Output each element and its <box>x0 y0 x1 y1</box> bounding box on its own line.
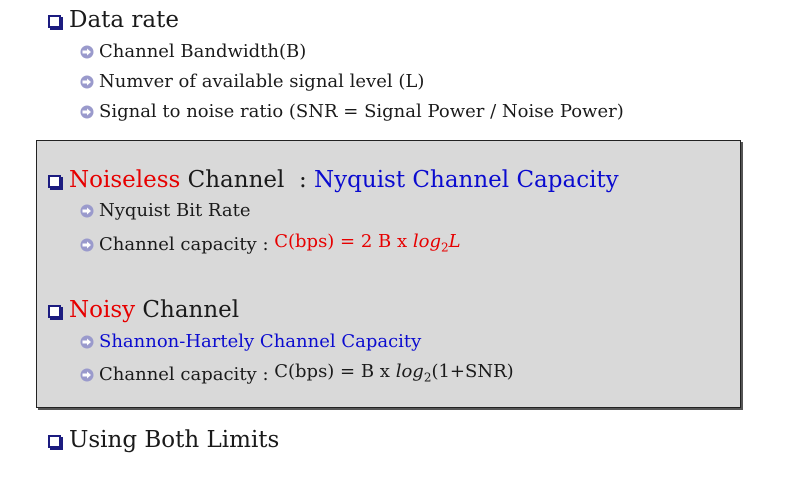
channel-label: Channel <box>135 297 240 323</box>
channel-label: Channel : <box>180 167 315 193</box>
formula-part: C(bps) = 2 B x <box>274 231 413 252</box>
item-text: Nyquist Bit Rate <box>99 200 251 221</box>
arrow-bullet-icon <box>80 75 94 89</box>
channel-capacity-box <box>36 140 741 408</box>
heading-noiseless: Noiseless Channel : Nyquist Channel Capa… <box>48 166 619 194</box>
checkbox-bullet-icon <box>48 304 61 318</box>
formula-log: log <box>395 361 424 382</box>
formula-log: log <box>412 231 441 252</box>
heading-data-rate: Data rate <box>48 6 179 34</box>
formula-part: L <box>448 231 461 252</box>
arrow-bullet-icon <box>80 368 94 382</box>
noisy-label: Noisy <box>69 297 136 323</box>
data-rate-title: Data rate <box>69 7 179 33</box>
nyquist-formula: C(bps) = 2 B x log2L <box>274 230 460 260</box>
list-item: Channel capacity : C(bps) = B x log2(1+S… <box>80 360 514 390</box>
heading-using-both-limits: Using Both Limits <box>48 426 279 454</box>
list-item: Signal to noise ratio (SNR = Signal Powe… <box>80 100 624 124</box>
noiseless-label: Noiseless <box>69 167 181 193</box>
arrow-bullet-icon <box>80 105 94 119</box>
formula-part: C(bps) = B x <box>274 361 396 382</box>
checkbox-bullet-icon <box>48 434 61 448</box>
shannon-formula: C(bps) = B x log2(1+SNR) <box>274 360 513 390</box>
item-text: Shannon-Hartely Channel Capacity <box>99 331 422 352</box>
item-label: Channel capacity : <box>99 233 275 255</box>
item-text: Channel Bandwidth(B) <box>99 41 307 62</box>
using-both-title: Using Both Limits <box>69 427 280 453</box>
list-item: Numver of available signal level (L) <box>80 70 424 94</box>
item-text: Signal to noise ratio (SNR = Signal Powe… <box>99 101 624 122</box>
list-item: Channel Bandwidth(B) <box>80 40 306 64</box>
list-item: Channel capacity : C(bps) = 2 B x log2L <box>80 230 461 260</box>
arrow-bullet-icon <box>80 238 94 252</box>
heading-noisy: Noisy Channel <box>48 296 239 324</box>
nyquist-title: Nyquist Channel Capacity <box>314 167 619 193</box>
item-label: Channel capacity : <box>99 363 275 385</box>
formula-part: (1+SNR) <box>431 361 514 382</box>
item-text: Numver of available signal level (L) <box>99 71 425 92</box>
formula-sub: 2 <box>440 240 449 255</box>
checkbox-bullet-icon <box>48 174 61 188</box>
formula-sub: 2 <box>423 370 432 385</box>
checkbox-bullet-icon <box>48 14 61 28</box>
arrow-bullet-icon <box>80 204 94 218</box>
list-item: Nyquist Bit Rate <box>80 199 251 223</box>
arrow-bullet-icon <box>80 335 94 349</box>
arrow-bullet-icon <box>80 45 94 59</box>
list-item: Shannon-Hartely Channel Capacity <box>80 330 421 354</box>
